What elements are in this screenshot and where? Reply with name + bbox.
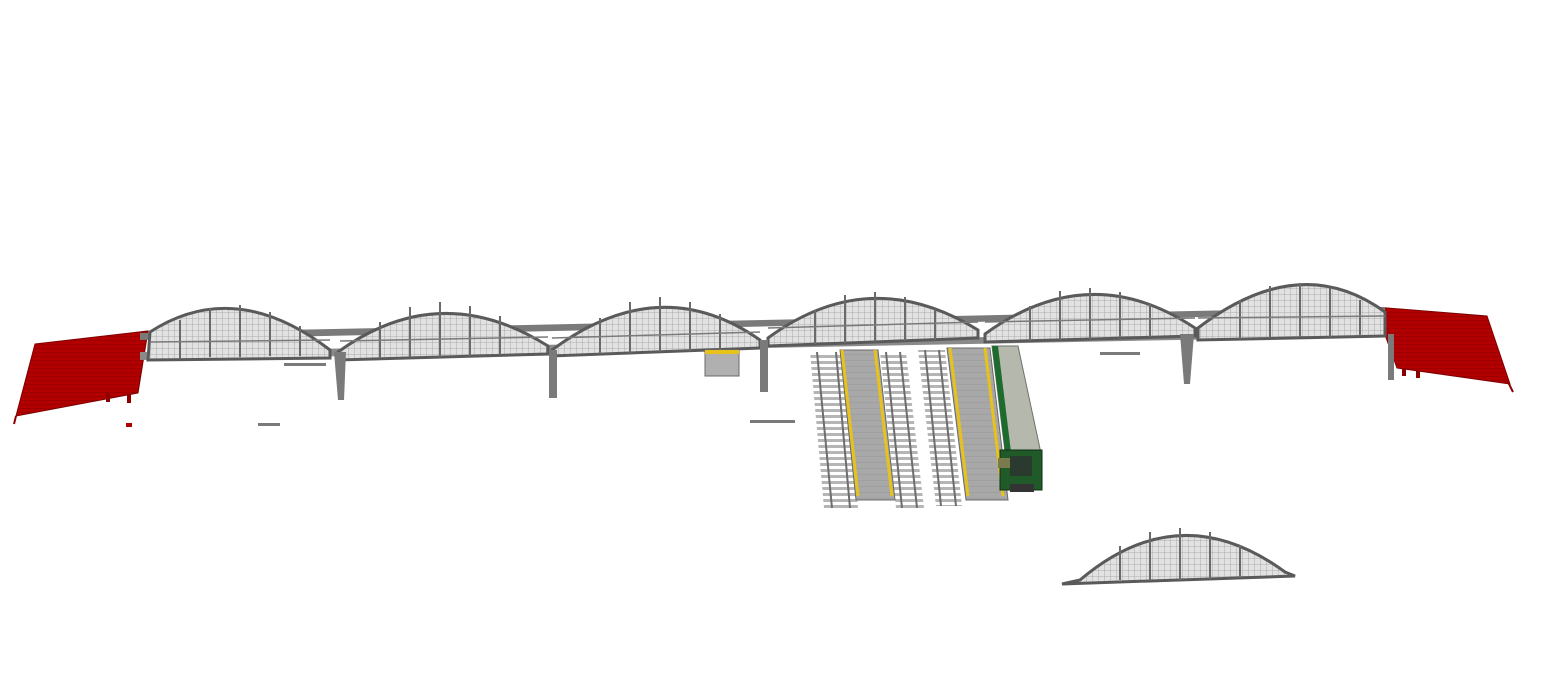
red-canopy-left (13, 330, 149, 427)
arch-3 (550, 305, 762, 358)
support-pillars (258, 334, 1394, 426)
green-passenger-carriage (991, 345, 1043, 492)
arch-6 (1196, 283, 1387, 342)
railway-platforms (810, 347, 1009, 509)
red-canopy-right (1374, 306, 1514, 393)
arch-2 (336, 312, 550, 362)
arched-train-shed-roof (146, 283, 1387, 362)
detached-arch-section (1061, 528, 1296, 586)
small-platform-section (704, 349, 740, 377)
arch-4 (766, 297, 980, 348)
